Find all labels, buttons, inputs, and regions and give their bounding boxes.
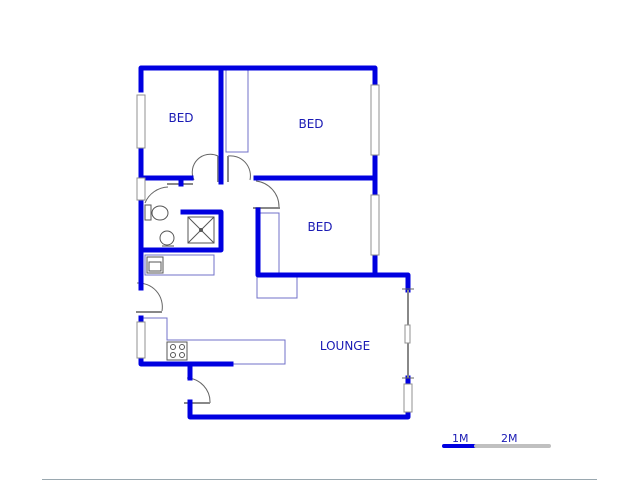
sink (146, 256, 164, 274)
window-kitchen (136, 321, 146, 359)
window-bed-3 (370, 194, 380, 256)
toilet-bowl (151, 205, 169, 221)
closet-bed-2 (225, 69, 249, 153)
window-bed-2 (370, 84, 380, 156)
scale-label-2m: 2M (501, 432, 518, 445)
window-lounge (403, 383, 413, 413)
door-bed-2 (227, 155, 251, 181)
window-bed-1 (136, 94, 146, 149)
room-label-bed-1: BED (168, 111, 194, 125)
door-bed-3 (255, 180, 280, 208)
bathroom-fixtures (144, 204, 215, 361)
kitchen-counter (143, 317, 286, 365)
closet-lower (256, 274, 298, 299)
door-bathroom (144, 186, 169, 204)
basin (159, 230, 175, 246)
windows (136, 84, 414, 413)
toilet-tank (144, 204, 152, 221)
door-bed-1 (191, 153, 219, 181)
scale-label-1m: 1M (452, 432, 469, 445)
closet-bed-3 (259, 212, 280, 276)
walls (138, 65, 411, 420)
shower (187, 216, 215, 244)
stove (166, 341, 188, 361)
vanity-counter (144, 254, 215, 276)
room-label-bed-2: BED (298, 117, 324, 131)
room-label-lounge: LOUNGE (319, 339, 371, 353)
door-front (186, 377, 211, 404)
window-bathroom (136, 177, 146, 201)
room-label-bed-3: BED (307, 220, 333, 234)
